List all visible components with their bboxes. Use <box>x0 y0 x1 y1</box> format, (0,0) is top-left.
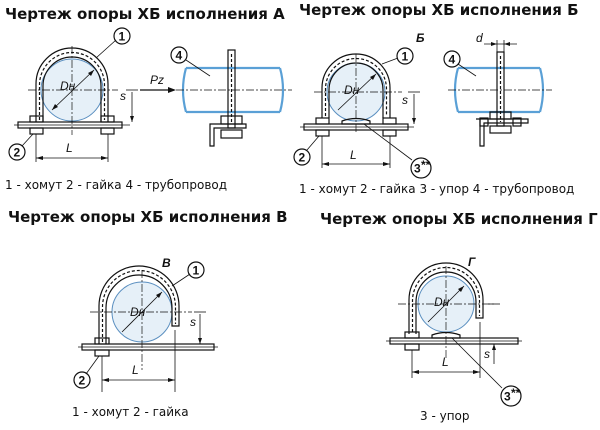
callout-4 <box>443 50 461 68</box>
label-s: s <box>190 315 196 329</box>
svg-text:3: 3 <box>504 390 511 404</box>
label-dn: Dн <box>434 295 450 309</box>
caption-variant-g: 3 - упор <box>420 409 470 423</box>
drawing-variant-b-side: d 4 <box>443 31 552 147</box>
nut-bottom <box>404 343 420 351</box>
label-pz: Pz <box>150 73 164 87</box>
drawing-variant-b-front: Б Dн L s 1 2 3 ** <box>293 31 432 179</box>
label-s: s <box>402 93 408 107</box>
label-l: L <box>132 363 139 377</box>
nut-top-left <box>29 115 44 123</box>
caption-variant-v: 1 - хомут 2 - гайка <box>72 405 189 419</box>
drawing-variant-a-front: Dн L s 1 2 <box>8 27 138 162</box>
label-d: d <box>476 31 483 45</box>
nut-side-bottom <box>220 129 243 139</box>
svg-text:1: 1 <box>119 30 126 44</box>
letter-v: В <box>162 256 171 270</box>
drawing-variant-a-side: Pz 4 <box>140 46 292 147</box>
nut-top-left <box>315 117 330 125</box>
svg-text:2: 2 <box>79 374 86 388</box>
label-dn: Dн <box>344 83 360 97</box>
label-s: s <box>120 89 126 103</box>
angle-bracket <box>476 118 529 147</box>
nut-top <box>94 337 110 345</box>
callout-4 <box>170 46 188 64</box>
callout-1 <box>113 27 131 45</box>
callout-1 <box>187 261 205 279</box>
stop-right <box>512 117 522 127</box>
clamp-hook <box>98 265 180 344</box>
nut-top <box>404 331 420 339</box>
letter-g: Г <box>468 255 476 269</box>
callout-2 <box>8 143 26 161</box>
letter-b: Б <box>416 31 425 45</box>
callout-3 <box>500 385 522 407</box>
svg-text:4: 4 <box>449 53 456 67</box>
title-variant-g: Чертеж опоры ХБ исполнения Г <box>320 210 598 228</box>
nut-bottom-right <box>382 129 397 137</box>
callout-3 <box>410 157 432 179</box>
nut-bottom <box>94 349 110 357</box>
nut-bottom-right <box>100 127 115 135</box>
callout-1 <box>396 47 414 65</box>
label-l: L <box>442 355 449 369</box>
drawing-variant-g-front: Г Dн L s 3 ** <box>386 255 522 407</box>
caption-variant-b: 1 - хомут 2 - гайка 3 - упор 4 - трубопр… <box>299 182 574 196</box>
label-dn: Dн <box>60 79 76 93</box>
svg-text:4: 4 <box>176 49 183 63</box>
callout-2 <box>293 148 311 166</box>
callout-2 <box>73 371 91 389</box>
nut-top-right <box>382 117 397 125</box>
svg-text:**: ** <box>421 158 431 172</box>
svg-text:2: 2 <box>299 151 306 165</box>
label-l: L <box>350 148 357 162</box>
label-s: s <box>484 347 490 361</box>
nut-side-bottom <box>489 125 512 134</box>
title-variant-b: Чертеж опоры ХБ исполнения Б <box>299 1 579 19</box>
svg-text:**: ** <box>511 386 521 400</box>
nut-bottom-left <box>29 127 44 135</box>
caption-variant-a: 1 - хомут 2 - гайка 4 - трубопровод <box>5 178 227 192</box>
angle-bracket <box>209 123 247 147</box>
label-dn: Dн <box>130 305 146 319</box>
clamp-hook <box>408 262 484 334</box>
svg-text:2: 2 <box>14 146 21 160</box>
drawing-variant-v-front: В Dн L s 1 2 <box>73 256 218 392</box>
svg-text:1: 1 <box>402 50 409 64</box>
svg-text:3: 3 <box>414 162 421 176</box>
title-variant-v: Чертеж опоры ХБ исполнения В <box>8 208 288 226</box>
svg-text:1: 1 <box>193 264 200 278</box>
title-variant-a: Чертеж опоры ХБ исполнения А <box>5 5 285 23</box>
nut-top-right <box>100 115 115 123</box>
label-l: L <box>66 141 73 155</box>
nut-bottom-left <box>315 129 330 137</box>
